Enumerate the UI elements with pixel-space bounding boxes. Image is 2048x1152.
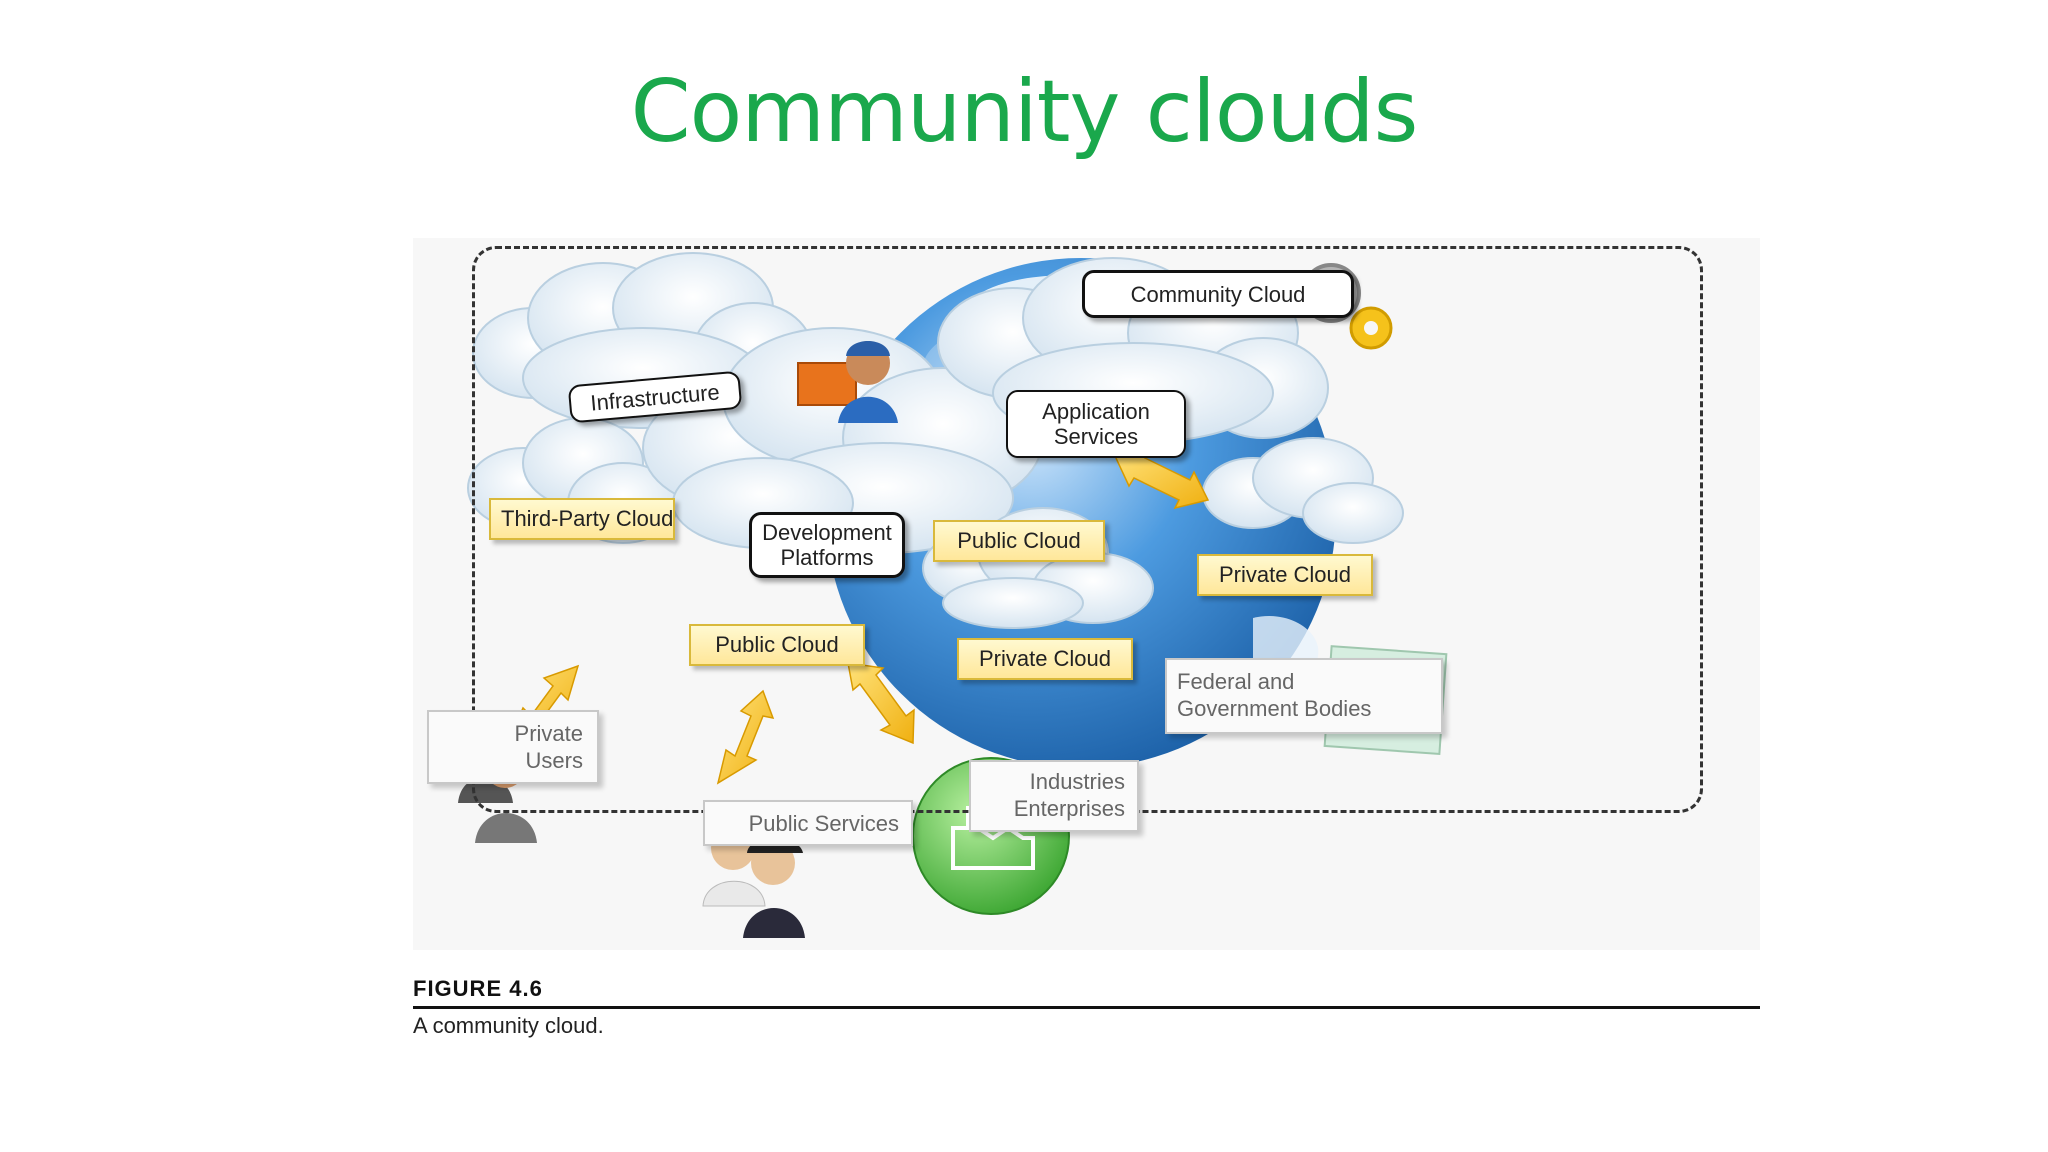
private-cloud-label-center: Private Cloud — [957, 638, 1133, 680]
caption-divider — [413, 1006, 1760, 1009]
industries-line1: Industries — [1029, 769, 1125, 794]
industries-line2: Enterprises — [1013, 796, 1125, 821]
community-cloud-figure: Community Cloud Infrastructure Applicati… — [413, 238, 1760, 950]
application-services-line2: Services — [1053, 424, 1139, 449]
arrow-public-services — [716, 689, 775, 785]
community-cloud-label: Community Cloud — [1082, 270, 1354, 318]
development-platforms-line1: Development — [762, 520, 892, 545]
public-cloud-label-upper: Public Cloud — [933, 520, 1105, 562]
federal-line2: Government Bodies — [1177, 696, 1372, 721]
private-cloud-label-right: Private Cloud — [1197, 554, 1373, 596]
federal-government-label: Federal and Government Bodies — [1165, 658, 1443, 734]
arrow-industries — [847, 662, 915, 745]
figure-number: FIGURE 4.6 — [413, 976, 543, 1001]
industries-label: Industries Enterprises — [969, 760, 1139, 832]
slide-title: Community clouds — [630, 62, 1419, 162]
private-users-line1: Private — [514, 721, 583, 746]
private-users-label: Private Users — [427, 710, 599, 784]
cloud-private-right — [1202, 437, 1404, 544]
development-platforms-label: Development Platforms — [749, 512, 905, 578]
application-services-line1: Application — [1042, 399, 1150, 424]
figure-caption: A community cloud. — [413, 1013, 604, 1038]
public-services-label: Public Services — [703, 800, 913, 846]
development-platforms-line2: Platforms — [780, 545, 874, 570]
federal-line1: Federal and — [1177, 669, 1295, 694]
public-services-text: Public Services — [748, 811, 899, 836]
application-services-label: Application Services — [1006, 390, 1186, 458]
developer-toolbox-icon — [797, 341, 898, 423]
private-users-line2: Users — [525, 748, 583, 773]
community-cloud-text: Community Cloud — [1130, 281, 1306, 307]
public-cloud-label-lower: Public Cloud — [689, 624, 865, 666]
infrastructure-text: Infrastructure — [589, 378, 721, 416]
third-party-cloud-label: Third-Party Cloud — [489, 498, 675, 540]
